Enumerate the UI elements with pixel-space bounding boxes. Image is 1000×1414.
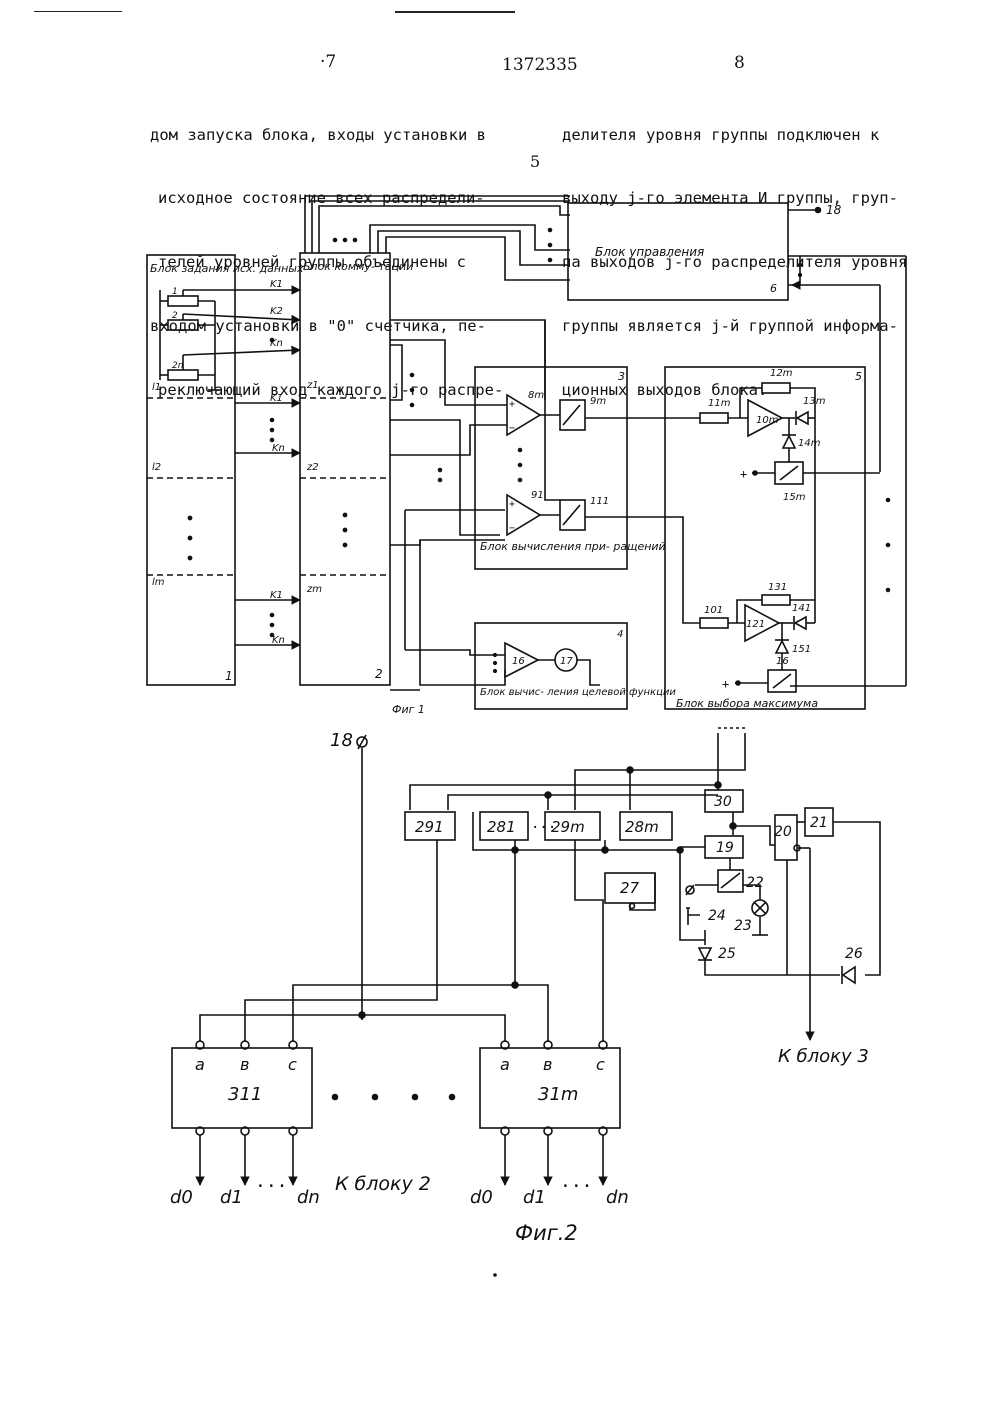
block-4-number: 4 bbox=[617, 629, 623, 640]
label-15-1: 15m bbox=[783, 492, 806, 503]
block-1-number: 1 bbox=[225, 669, 233, 683]
block-31-m-label: 31m bbox=[538, 1084, 578, 1105]
label-Kn-c: Kn bbox=[272, 635, 285, 646]
label-K1-a: K1 bbox=[270, 279, 283, 290]
element-25-label: 25 bbox=[718, 946, 736, 962]
block-2-title: Блок комму- тации bbox=[303, 260, 413, 273]
label-10-1: 10m bbox=[756, 415, 779, 426]
label-Kn-b: Kn bbox=[272, 443, 285, 454]
element-23-label: 23 bbox=[734, 918, 752, 934]
label-l2: l2 bbox=[152, 462, 161, 473]
element-19-label: 19 bbox=[716, 840, 734, 856]
label-l1: l1 bbox=[152, 382, 161, 393]
block-4-title: Блок вычис- ления целевой функции bbox=[480, 687, 676, 698]
label-z2: z2 bbox=[306, 462, 319, 473]
fig1-caption: Фиг 1 bbox=[392, 703, 425, 716]
block-2-number: 2 bbox=[375, 667, 383, 681]
element-29-1-label: 291 bbox=[415, 818, 444, 836]
block-31-1-out-dn: dn bbox=[297, 1187, 320, 1208]
svg-text:−: − bbox=[509, 523, 515, 534]
to-block-2: К блоку 2 bbox=[335, 1173, 431, 1195]
fig2-caption: Фиг.2 bbox=[515, 1221, 578, 1245]
label-lm: lm bbox=[152, 577, 165, 588]
svg-text:−: − bbox=[509, 423, 515, 434]
label-10-m: 121 bbox=[746, 619, 765, 630]
block-31-m-input-a: a bbox=[500, 1055, 510, 1074]
block-6-number: 6 bbox=[770, 282, 777, 295]
block-6-title: Блок управления bbox=[595, 245, 704, 259]
label-13-1: 13m bbox=[803, 396, 826, 407]
block-5-title: Блок выбора максимума bbox=[676, 697, 818, 710]
block-31-m-input-c: c bbox=[596, 1055, 605, 1074]
svg-text:+: + bbox=[509, 399, 515, 410]
block-31-m-input-b: в bbox=[543, 1055, 552, 1074]
block-31-1-out-ellipsis: ... bbox=[255, 1171, 288, 1192]
label-8-m: 91 bbox=[531, 490, 544, 501]
label-r2: 2 bbox=[172, 311, 178, 321]
label-12-1: 12m bbox=[770, 368, 793, 379]
plus-1: + bbox=[740, 467, 747, 481]
terminal-18: 18 bbox=[826, 203, 842, 217]
element-21-label: 21 bbox=[810, 815, 828, 831]
label-12-m: 131 bbox=[768, 582, 787, 593]
block-31-m-out-dn: dn bbox=[606, 1187, 629, 1208]
block-1-title: Блок задания исх. данных bbox=[150, 262, 304, 275]
block-3-title: Блок вычисления при- ращений bbox=[480, 540, 666, 553]
block-31-1-label: 311 bbox=[228, 1084, 262, 1105]
element-27-label: 27 bbox=[620, 879, 640, 897]
element-29-m-label: 29m bbox=[551, 818, 585, 836]
label-rn: 2n bbox=[172, 361, 184, 371]
plus-m: + bbox=[722, 677, 729, 691]
label-9-1: 9m bbox=[590, 396, 606, 407]
label-17: 17 bbox=[560, 656, 573, 667]
label-z1: z1 bbox=[306, 380, 319, 391]
label-14-m: 151 bbox=[792, 644, 811, 655]
label-K1-c: K1 bbox=[270, 590, 283, 601]
element-20-label: 20 bbox=[774, 824, 792, 840]
figure-2: 18 291 281 ··· 29m 28m 30 19 bbox=[170, 728, 880, 1276]
element-28-1-label: 281 bbox=[487, 818, 516, 836]
block-31-m-out-d1: d1 bbox=[523, 1187, 546, 1208]
block-31-1-input-a: a bbox=[195, 1055, 205, 1074]
figure-1: Блок задания исх. данных 1 bbox=[147, 196, 906, 716]
label-13-m: 141 bbox=[792, 603, 811, 614]
label-9-m: 111 bbox=[590, 496, 609, 507]
block-3-number: 3 bbox=[618, 370, 625, 383]
label-11-1: 11m bbox=[708, 398, 731, 409]
block-31-1-input-c: c bbox=[288, 1055, 297, 1074]
label-11-m: 101 bbox=[704, 605, 723, 616]
label-r1: 1 bbox=[172, 287, 178, 297]
block-31-m-out-ellipsis: ... bbox=[560, 1171, 593, 1192]
block-5-number: 5 bbox=[855, 370, 862, 383]
label-15-m: 16 bbox=[776, 656, 789, 667]
element-26-label: 26 bbox=[845, 946, 863, 962]
block-31-1-out-d1: d1 bbox=[220, 1187, 243, 1208]
fig2-terminal-18: 18 bbox=[330, 730, 353, 751]
label-8-1: 8m bbox=[528, 390, 544, 401]
element-22-label: 22 bbox=[746, 875, 764, 891]
label-14-1: 14m bbox=[798, 438, 821, 449]
block-31-1-out-d0: d0 bbox=[170, 1187, 193, 1208]
block-31-m-out-d0: d0 bbox=[470, 1187, 493, 1208]
element-24-label: 24 bbox=[708, 908, 726, 924]
block-31-1-input-b: в bbox=[240, 1055, 249, 1074]
svg-text:+: + bbox=[509, 499, 515, 510]
element-30-label: 30 bbox=[714, 794, 732, 810]
label-zm: zm bbox=[306, 584, 322, 595]
to-block-3: К блоку 3 bbox=[778, 1046, 869, 1067]
opamp-16-text: 16 bbox=[512, 656, 525, 667]
element-28-m-label: 28m bbox=[625, 818, 659, 836]
label-K2: K2 bbox=[270, 306, 283, 317]
label-Kn-a: Kn bbox=[270, 338, 283, 349]
label-K1-b: K1 bbox=[270, 393, 283, 404]
